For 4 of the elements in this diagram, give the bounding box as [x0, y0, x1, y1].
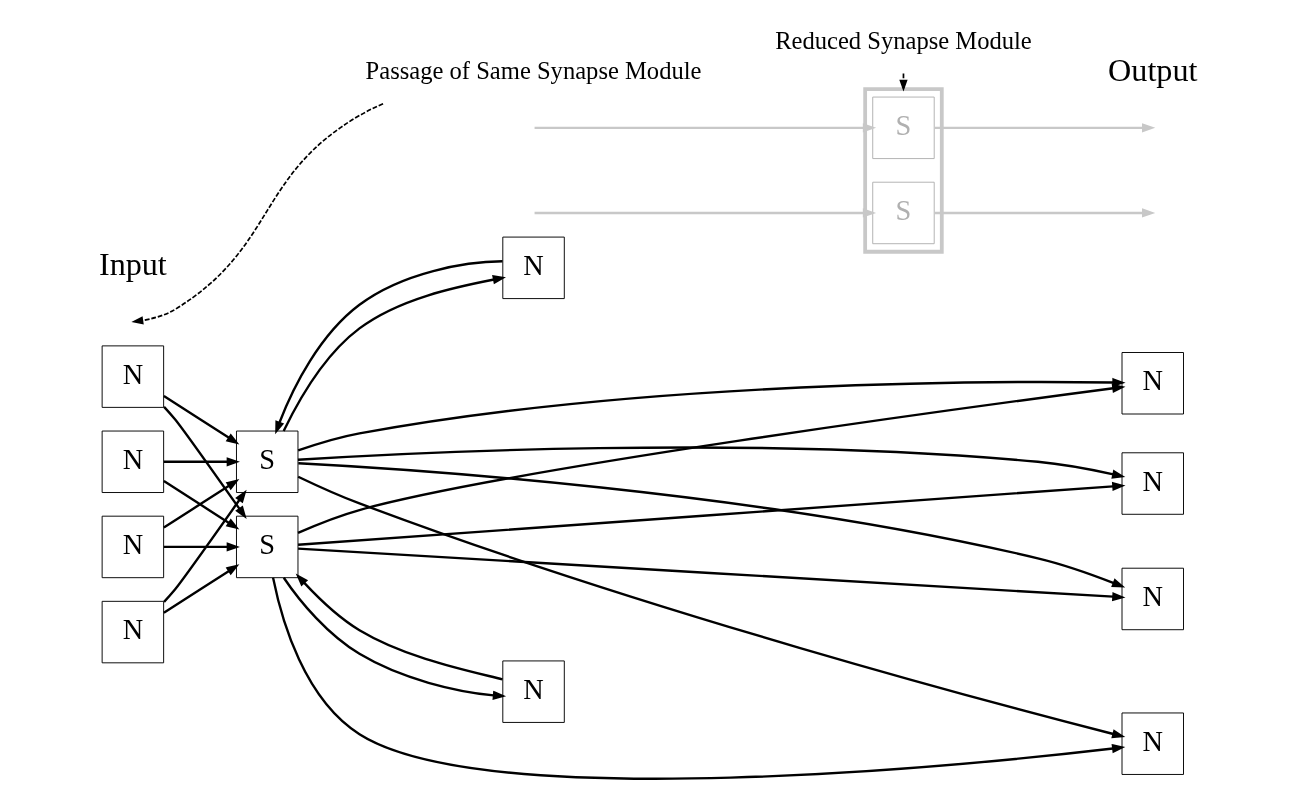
label: Output — [1107, 52, 1197, 89]
label: Input — [98, 246, 167, 283]
node-text: Passage of Same Synapse Module — [365, 56, 701, 84]
node-text: Reduced Synapse Module — [774, 26, 1032, 54]
